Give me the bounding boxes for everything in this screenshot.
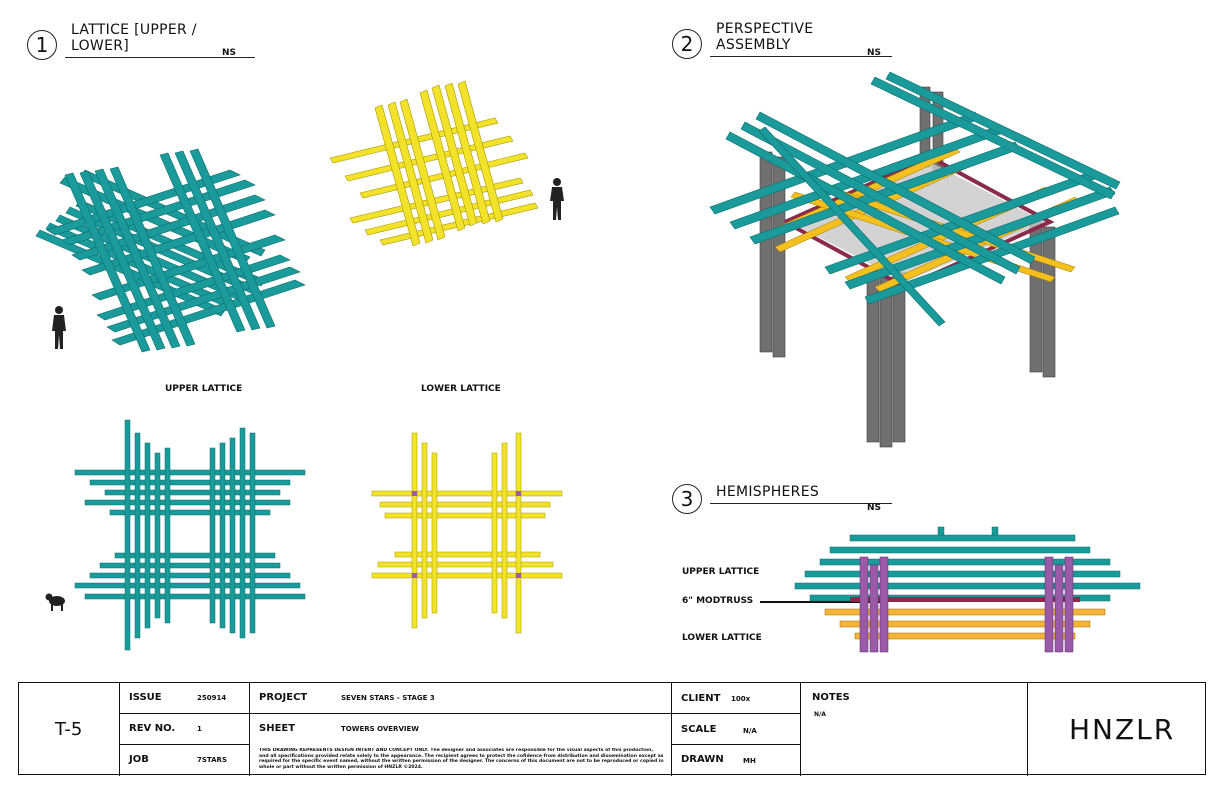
divider (119, 713, 800, 714)
drawn-value: MH (743, 757, 756, 765)
job-label: JOB (129, 754, 149, 765)
human-figure-icon (550, 178, 564, 220)
project-label: PROJECT (259, 692, 308, 703)
lower-lattice-iso-drawing (329, 80, 539, 247)
client-label: CLIENT (681, 693, 721, 704)
view-2-name: PERSPECTIVE ASSEMBLY (710, 21, 892, 57)
hemi-upper-lattice-label: UPPER LATTICE (682, 567, 760, 577)
view-2-title: 2 PERSPECTIVE ASSEMBLY (672, 21, 892, 59)
scale-value: N/A (743, 727, 757, 735)
client-value: 100x (731, 695, 751, 703)
rev-label: REV NO. (129, 723, 176, 734)
view-1-scale: NS (222, 48, 237, 58)
drawn-label: DRAWN (681, 754, 724, 765)
company-logo: HNZLR (1069, 713, 1176, 746)
view-3-title: 3 HEMISPHERES (672, 484, 892, 514)
divider (249, 683, 250, 776)
view-2-number: 2 (672, 29, 702, 59)
sheet-number: T-5 (55, 719, 83, 740)
view-3-scale: NS (867, 503, 882, 513)
view-1-title: 1 LATTICE [UPPER / LOWER] (27, 22, 255, 60)
upper-lattice-iso-drawing (35, 148, 306, 353)
lower-lattice-plan-drawing (371, 432, 563, 634)
divider (1027, 683, 1028, 776)
divider (800, 683, 801, 776)
scale-label: SCALE (681, 724, 717, 735)
hemi-lower-lattice-label: LOWER LATTICE (682, 633, 762, 643)
divider (671, 683, 672, 776)
dog-figure-icon (45, 593, 65, 611)
divider (119, 744, 249, 745)
divider (671, 744, 800, 745)
disclaimer-text: THIS DRAWING REPRESENTS DESIGN INTENT AN… (259, 748, 664, 770)
title-block: T-5 ISSUE 250914 REV NO. 1 JOB 7STARS PR… (18, 682, 1206, 776)
rev-value: 1 (197, 725, 202, 733)
sheet-label: SHEET (259, 723, 296, 734)
view-1-name: LATTICE [UPPER / LOWER] (65, 22, 255, 58)
project-value: SEVEN STARS - STAGE 3 (341, 694, 435, 702)
notes-label: NOTES (812, 692, 850, 703)
view-1-number: 1 (27, 30, 57, 60)
notes-value: N/A (814, 711, 826, 718)
issue-value: 250914 (197, 694, 227, 702)
job-value: 7STARS (197, 756, 227, 764)
hemispheres-drawing (794, 526, 1141, 653)
view-3-number: 3 (672, 484, 702, 514)
view-3-name: HEMISPHERES (710, 484, 892, 504)
lower-lattice-label: LOWER LATTICE (421, 384, 501, 394)
issue-label: ISSUE (129, 692, 162, 703)
divider (119, 683, 120, 776)
view-2-scale: NS (867, 48, 882, 58)
sheet-value: TOWERS OVERVIEW (341, 725, 419, 733)
human-figure-icon (52, 306, 66, 349)
hemi-modtruss-label: 6" MODTRUSS (682, 596, 754, 606)
perspective-assembly-drawing (709, 71, 1121, 448)
upper-lattice-plan-drawing (74, 419, 306, 651)
upper-lattice-label: UPPER LATTICE (165, 384, 243, 394)
